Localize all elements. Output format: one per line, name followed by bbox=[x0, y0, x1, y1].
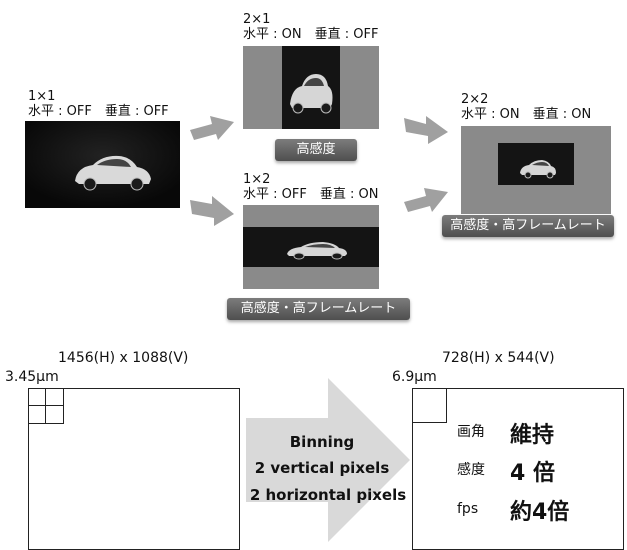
result-label-sensitivity: 感度 bbox=[457, 462, 485, 478]
arrow-v2-to-hv2-icon bbox=[404, 188, 448, 212]
car-illustration bbox=[243, 227, 379, 267]
binning-arrow-icon bbox=[246, 378, 410, 542]
arrow-to-v2-icon bbox=[190, 196, 234, 226]
right-pixel-size: 6.9μm bbox=[392, 369, 437, 385]
left-pixel-cell bbox=[45, 405, 64, 424]
left-resolution: 1456(H) x 1088(V) bbox=[58, 350, 189, 366]
car-illustration bbox=[282, 46, 340, 129]
left-pixel-size: 3.45μm bbox=[5, 369, 59, 385]
v2-badge: 高感度・高フレームレート bbox=[227, 298, 410, 320]
right-sensor-grid bbox=[412, 388, 624, 550]
right-resolution: 728(H) x 544(V) bbox=[442, 350, 555, 366]
arrow-h2-to-hv2-icon bbox=[404, 116, 448, 144]
h2-mode: 水平 : ON 垂直 : OFF bbox=[243, 27, 379, 42]
result-label-fps: fps bbox=[457, 501, 479, 517]
result-value-sensitivity: 4 倍 bbox=[510, 461, 555, 486]
hv2-mode: 水平 : ON 垂直 : ON bbox=[461, 107, 592, 122]
base-image bbox=[25, 121, 180, 208]
arrow-to-h2-icon bbox=[190, 116, 234, 140]
h2-image bbox=[243, 46, 379, 129]
base-mode: 水平 : OFF 垂直 : OFF bbox=[28, 104, 169, 119]
v2-image bbox=[243, 205, 379, 289]
binning-line-3: 2 horizontal pixels bbox=[249, 486, 407, 504]
result-label-angle: 画角 bbox=[457, 424, 485, 440]
base-title: 1×1 bbox=[28, 89, 56, 104]
binning-line-2: 2 vertical pixels bbox=[254, 459, 390, 477]
result-value-fps: 約4倍 bbox=[510, 500, 570, 525]
v2-title: 1×2 bbox=[243, 172, 271, 187]
car-illustration bbox=[498, 143, 574, 185]
binning-line-1: Binning bbox=[289, 433, 355, 451]
h2-title: 2×1 bbox=[243, 12, 271, 27]
hv2-badge: 高感度・高フレームレート bbox=[442, 215, 614, 237]
car-illustration bbox=[25, 121, 180, 208]
v2-mode: 水平 : OFF 垂直 : ON bbox=[243, 187, 379, 202]
hv2-image bbox=[461, 126, 611, 214]
h2-badge: 高感度 bbox=[275, 139, 357, 161]
result-value-angle: 維持 bbox=[510, 423, 555, 448]
hv2-title: 2×2 bbox=[461, 92, 489, 107]
right-pixel-cell bbox=[412, 388, 447, 423]
